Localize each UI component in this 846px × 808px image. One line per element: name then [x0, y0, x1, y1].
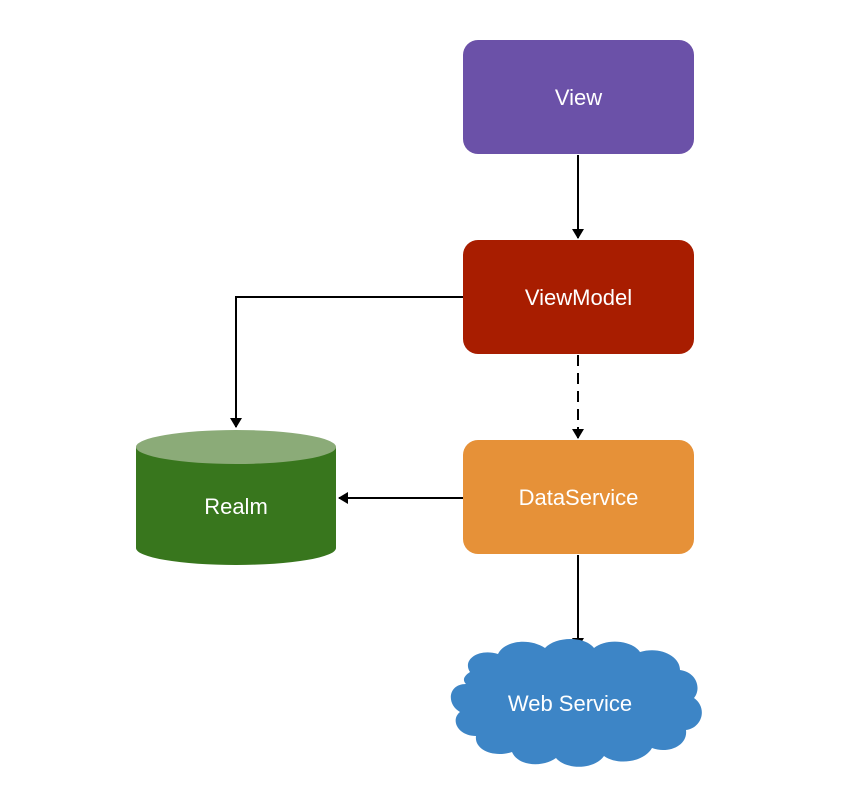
realm-cylinder-body [136, 447, 336, 565]
edge-viewmodel-to-realm [230, 296, 463, 428]
view-label: View [555, 85, 602, 110]
webservice-cloud-icon [450, 639, 702, 767]
node-viewmodel: ViewModel [463, 240, 694, 354]
viewmodel-box [463, 240, 694, 354]
node-realm: Realm [136, 430, 336, 565]
realm-label: Realm [204, 494, 268, 519]
view-box [463, 40, 694, 154]
dataservice-box [463, 440, 694, 554]
node-view: View [463, 40, 694, 154]
viewmodel-label: ViewModel [525, 285, 632, 310]
node-dataservice: DataService [463, 440, 694, 554]
edges [230, 155, 584, 648]
dataservice-label: DataService [519, 485, 639, 510]
node-webservice: Web Service [450, 639, 702, 767]
realm-cylinder-top [136, 430, 336, 464]
webservice-label: Web Service [508, 691, 632, 716]
